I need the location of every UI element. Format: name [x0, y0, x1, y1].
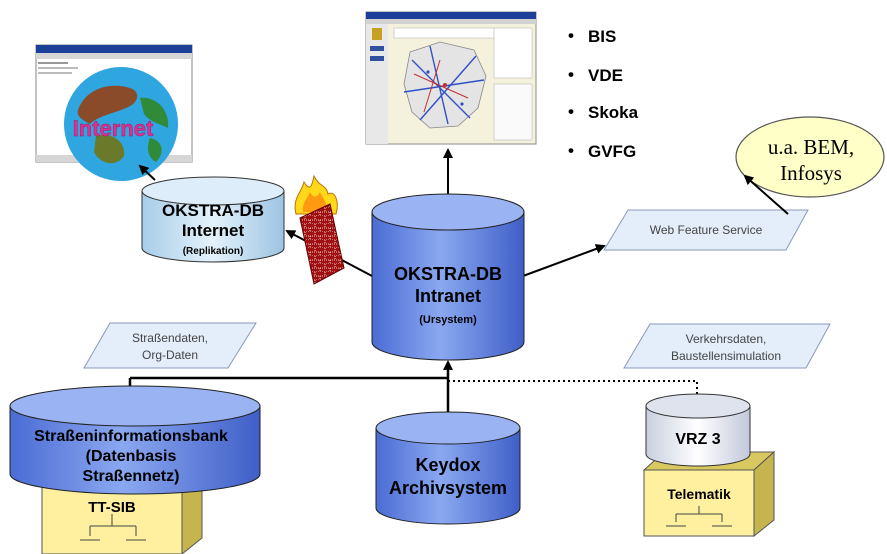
- strassendaten-line1: Straßendaten,: [132, 331, 208, 345]
- keydox-db: [375, 411, 521, 525]
- strassendaten-shape: [83, 322, 257, 369]
- verkehrsdaten-line1: Verkehrsdaten,: [686, 332, 767, 346]
- keydox-line2: Archivsystem: [389, 478, 507, 498]
- okstra-db-internet: [141, 176, 285, 263]
- okstra-internet-title: OKSTRA-DB: [162, 201, 264, 220]
- map-screenshot: [365, 11, 537, 145]
- bullet-item: GVFG: [588, 142, 636, 161]
- okstra-intranet-title: OKSTRA-DB: [394, 264, 502, 284]
- okstra-db-intranet: [371, 193, 525, 361]
- bullet-list: • BIS • VDE • Skoka • GVFG: [568, 26, 639, 161]
- bem-infosys-ellipse: [735, 116, 885, 198]
- web-feature-service-shape: [603, 209, 809, 251]
- verkehrsdaten-shape: [623, 323, 831, 369]
- bullet-marker: •: [568, 26, 574, 45]
- telematik-label: Telematik: [667, 486, 731, 502]
- vrz3-db: [645, 393, 751, 467]
- sib-line2: (Datenbasis: [86, 448, 177, 465]
- verkehrsdaten-line2: Baustellensimulation: [671, 349, 781, 363]
- okstra-internet-note: (Replikation): [183, 246, 244, 257]
- sib-line3: Straßennetz): [83, 468, 180, 485]
- bullet-marker: •: [568, 141, 574, 160]
- vrz3-label: VRZ 3: [675, 431, 720, 448]
- tt-sib-label: TT-SIB: [88, 499, 136, 516]
- bullet-item: BIS: [588, 27, 616, 46]
- bullet-marker: •: [568, 102, 574, 121]
- firewall-icon: [294, 174, 345, 285]
- bullet-item: Skoka: [588, 103, 639, 122]
- arrow-to-wfs: [522, 244, 606, 277]
- arrow-to-bem: [743, 174, 789, 215]
- connectors: [128, 148, 789, 422]
- keydox-line1: Keydox: [415, 455, 480, 475]
- dotted-line-vrz: [448, 380, 698, 399]
- bullet-marker: •: [568, 65, 574, 84]
- okstra-intranet-subtitle: Intranet: [415, 286, 481, 306]
- sib-line1: Straßeninformationsbank: [34, 428, 228, 445]
- okstra-internet-subtitle: Internet: [182, 221, 245, 240]
- globe-icon: [64, 67, 178, 181]
- arrow-globe: [138, 164, 156, 181]
- bem-label-line1: u.a. BEM,: [768, 135, 854, 159]
- okstra-intranet-note: (Ursystem): [419, 314, 477, 326]
- bullet-item: VDE: [588, 66, 623, 85]
- bem-label-line2: Infosys: [780, 161, 842, 185]
- internet-label: Internet: [73, 116, 154, 141]
- web-feature-service-label: Web Feature Service: [650, 223, 763, 237]
- strasseninformationsbank-db: [9, 385, 261, 495]
- strassendaten-line2: Org-Daten: [142, 348, 198, 362]
